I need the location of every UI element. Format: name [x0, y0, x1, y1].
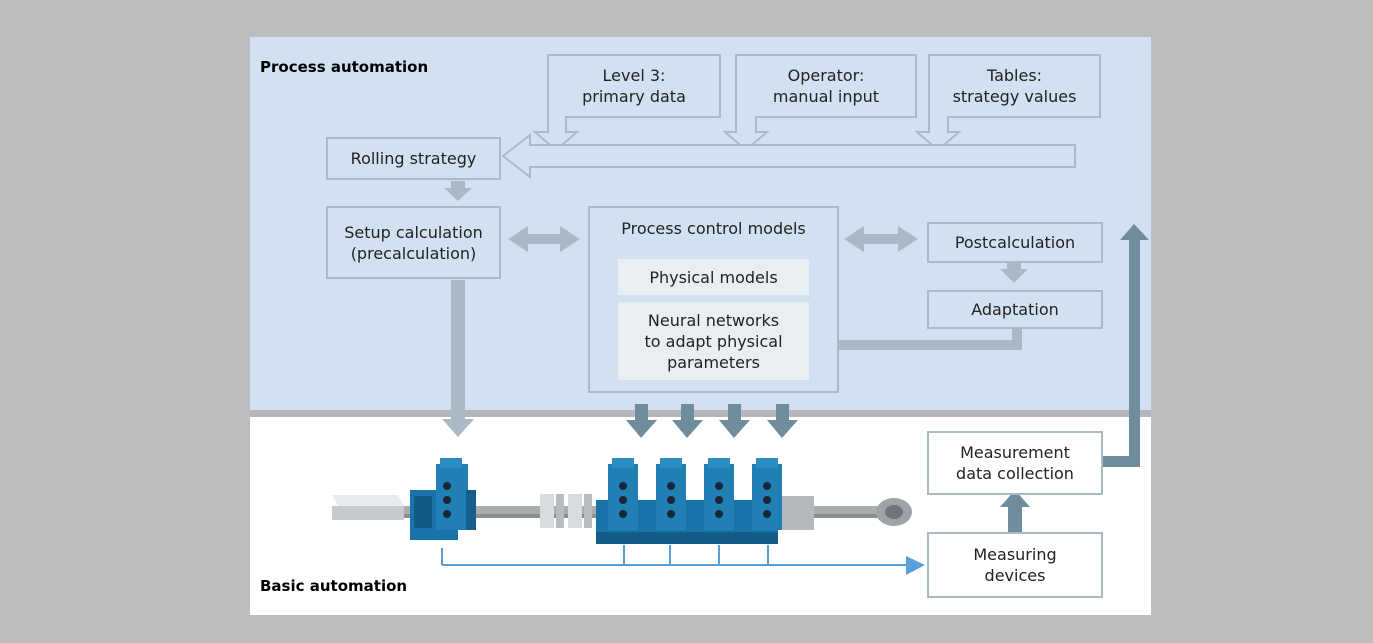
physical-models-box: Physical models — [618, 259, 809, 295]
postcalculation-box: Postcalculation — [927, 222, 1103, 263]
operator-callout-shape — [722, 54, 917, 152]
level3-input-box: Level 3: primary data — [582, 66, 686, 106]
process-control-models-title: Process control models — [621, 219, 806, 238]
measurement-data-collection-box: Measurement data collection — [927, 431, 1103, 495]
tables-input-box: Tables: strategy values — [952, 66, 1077, 106]
rolling-mill-icon — [332, 458, 912, 544]
rail-arrow-shape — [501, 132, 1076, 180]
operator-input-box: Operator: manual input — [772, 66, 880, 106]
double-arrows — [508, 226, 918, 252]
measuring-devices-box: Measuring devices — [927, 532, 1103, 598]
panel-divider — [250, 410, 1151, 417]
level3-callout-shape — [532, 54, 721, 152]
adaptation-box: Adaptation — [927, 290, 1103, 329]
process-automation-label: Process automation — [260, 58, 429, 76]
tables-callout-shape — [914, 54, 1101, 152]
neural-networks-box: Neural networks to adapt physical parame… — [618, 302, 809, 380]
rolling-strategy-box: Rolling strategy — [326, 137, 501, 180]
basic-automation-label: Basic automation — [260, 577, 408, 595]
setup-calculation-box: Setup calculation (precalculation) — [326, 206, 501, 279]
